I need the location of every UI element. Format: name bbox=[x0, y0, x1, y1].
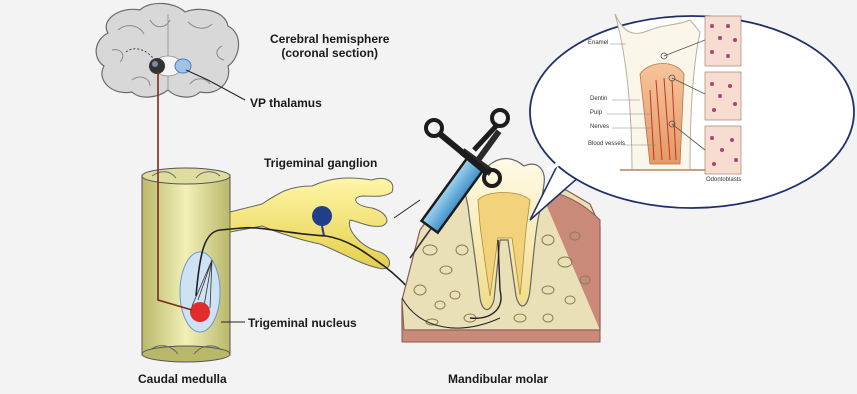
mandibular-molar bbox=[402, 159, 600, 343]
nerves-label: Nerves bbox=[590, 124, 609, 130]
cerebral-hemisphere-line1: Cerebral hemisphere bbox=[270, 32, 389, 46]
ganglion-pointer bbox=[394, 200, 420, 218]
trigeminal-nucleus-label: Trigeminal nucleus bbox=[248, 316, 357, 330]
cerebral-hemisphere-label: Cerebral hemisphere (coronal section) bbox=[270, 32, 389, 60]
enamel-label: Enamel bbox=[588, 40, 608, 46]
mandibular-molar-label: Mandibular molar bbox=[448, 372, 548, 386]
caudal-medulla-label: Caudal medulla bbox=[138, 372, 227, 386]
blood-vessels-label: Blood vessels bbox=[588, 141, 625, 147]
pulp-label: Pulp bbox=[590, 110, 602, 116]
zoom-bubble bbox=[530, 14, 854, 220]
cerebral-hemisphere-line2: (coronal section) bbox=[270, 46, 389, 60]
brain-coronal-section bbox=[96, 3, 238, 97]
caudal-medulla bbox=[142, 168, 230, 362]
trigeminal-ganglion-label: Trigeminal ganglion bbox=[264, 156, 377, 170]
odontoblasts-label: Odontoblasts bbox=[706, 177, 741, 183]
vp-thalamus-label: VP thalamus bbox=[250, 96, 322, 110]
dentin-label: Dentin bbox=[590, 96, 607, 102]
